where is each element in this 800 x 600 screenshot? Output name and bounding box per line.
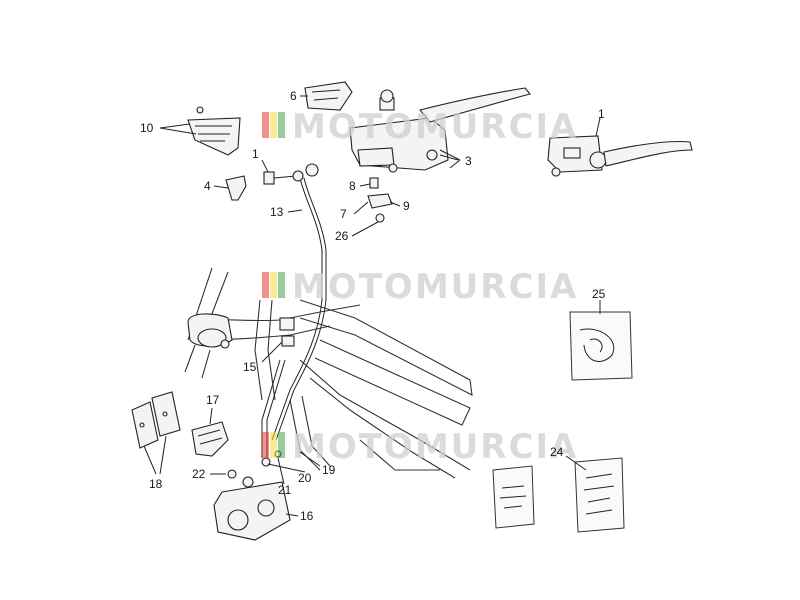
hose-clamp-part <box>279 317 295 347</box>
watermark-stripe-green <box>278 272 285 298</box>
watermark-text: MOTOMURCIA <box>292 427 578 467</box>
leader-lines <box>143 95 601 517</box>
callout-3: 3 <box>465 154 472 168</box>
lever-guard-detail <box>311 89 341 101</box>
callout-13: 13 <box>270 205 284 219</box>
right-master-cylinder-assembly <box>547 135 693 177</box>
mirror-bracket-part <box>187 106 241 156</box>
callout-24: 24 <box>550 445 564 459</box>
watermark-stripe-red <box>262 432 269 458</box>
callout-10: 10 <box>140 121 154 135</box>
watermark-stripe-red <box>262 112 269 138</box>
watermark-middle: MOTOMURCIA <box>262 267 578 307</box>
washer-part <box>261 457 271 467</box>
callout-9: 9 <box>403 199 410 213</box>
master-cylinder-assembly <box>349 87 531 173</box>
watermark-stripe-red <box>262 272 269 298</box>
pad-plates-part <box>131 391 181 449</box>
kit-bag-25 <box>569 311 633 381</box>
callout-26: 26 <box>335 229 349 243</box>
callout-17: 17 <box>206 393 220 407</box>
callout-labels: 1 1 3 4 6 7 8 9 10 13 15 16 17 18 19 20 … <box>140 89 606 523</box>
callout-8: 8 <box>349 179 356 193</box>
callout-16: 16 <box>300 509 314 523</box>
watermark-top: MOTOMURCIA <box>262 107 578 147</box>
lever-guard-part <box>304 81 353 111</box>
callout-18: 18 <box>149 477 163 491</box>
watermark-stripe-yellow <box>270 112 277 138</box>
watermark-text: MOTOMURCIA <box>292 267 578 307</box>
watermark-stripe-green <box>278 432 285 458</box>
frame-tubes <box>184 267 473 479</box>
watermark-bottom: MOTOMURCIA <box>262 427 578 467</box>
callout-19: 19 <box>322 463 336 477</box>
callout-1b: 1 <box>252 147 259 161</box>
callout-6: 6 <box>290 89 297 103</box>
kit-bag-23 <box>492 465 535 529</box>
watermark-stripe-yellow <box>270 272 277 298</box>
callout-15: 15 <box>243 360 257 374</box>
brake-pad-part <box>191 421 229 457</box>
watermark-text: MOTOMURCIA <box>292 107 578 147</box>
brake-caliper-part <box>213 476 291 541</box>
grip-part <box>225 175 247 201</box>
bleed-screw-part <box>227 469 237 479</box>
callout-1a: 1 <box>598 107 605 121</box>
banjo-bolt-part <box>263 163 319 185</box>
callout-4: 4 <box>204 179 211 193</box>
callout-25: 25 <box>592 287 606 301</box>
watermark-stripe-yellow <box>270 432 277 458</box>
watermark-stripe-green <box>278 112 285 138</box>
kit-bag-24 <box>574 457 625 533</box>
switch-cluster-parts <box>367 177 393 223</box>
callout-7: 7 <box>340 207 347 221</box>
callout-22: 22 <box>192 467 206 481</box>
callout-20: 20 <box>298 471 312 485</box>
callout-21: 21 <box>278 483 292 497</box>
